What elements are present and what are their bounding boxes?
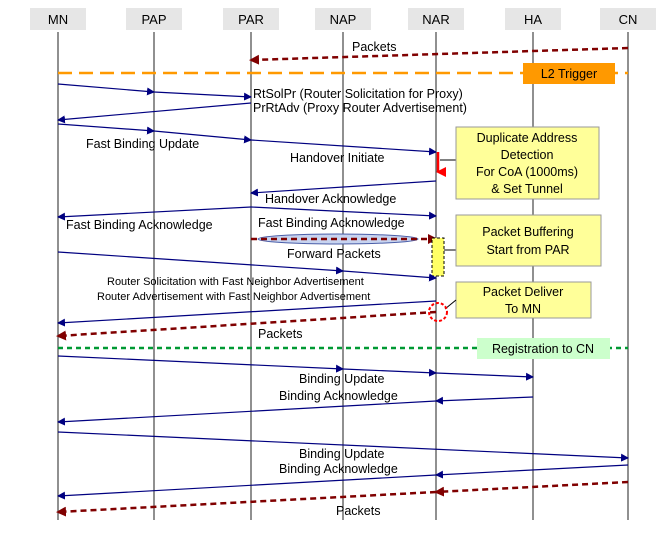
fbu-arrow-mn-pap (57, 123, 155, 135)
back-ha-arrow-nar-mn (57, 400, 437, 426)
buffer-note (455, 214, 602, 267)
fbu-arrow-pap-par (153, 130, 252, 144)
entity-header-pap-box (126, 8, 182, 30)
bu-ha-arrow-mn-nap (57, 355, 344, 373)
ra-fna-arrow (57, 300, 437, 327)
registration-label: Registration to CN (492, 342, 594, 356)
packets-label-3: Packets (336, 504, 380, 518)
entity-headers: MN PAP PAR NAP NAR HA CN (30, 8, 656, 30)
dad-note-line-1: Duplicate Address (477, 131, 578, 145)
back-cn-arrow-nar-mn (57, 474, 437, 500)
bu-ha-arrow-nap-nar (342, 368, 437, 377)
buffer-note-line-1: Packet Buffering (482, 225, 574, 239)
ra-fna-label: Router Advertisement with Fast Neighbor … (97, 291, 370, 303)
lifelines (57, 32, 629, 520)
packets-nar-to-mn-final-arrow (56, 490, 437, 517)
back-ha-label: Binding Acknowledge (279, 389, 398, 403)
packets-label-2: Packets (258, 327, 302, 341)
deliver-note (455, 281, 592, 319)
packets-nar-to-mn-arrow (56, 310, 437, 341)
forward-tunnel-oval (257, 233, 419, 245)
deliver-note-line-2: To MN (505, 302, 541, 316)
dad-note (455, 126, 600, 200)
fback-nar-arrow (250, 206, 437, 220)
packets-label-1: Packets (352, 40, 396, 54)
forward-packets-label: Forward Packets (287, 247, 381, 261)
entity-header-ha-box (505, 8, 561, 30)
bu-ha-label: Binding Update (299, 372, 385, 386)
hack-arrow (250, 180, 437, 197)
entity-header-nar-box (408, 8, 464, 30)
packets-cn-to-nar-arrow (434, 480, 629, 497)
rtsolpr-label: RtSolPr (Router Solicitation for Proxy) (253, 87, 463, 101)
entity-header-mn: MN (48, 12, 68, 27)
rs-fna-arrow-nap-nar (342, 270, 437, 282)
fbu-label: Fast Binding Update (86, 137, 199, 151)
back-ha-arrow-ha-nar (435, 396, 534, 405)
hi-arrow (250, 139, 437, 156)
entity-header-nap-box (315, 8, 371, 30)
entity-header-par: PAR (238, 12, 264, 27)
rtsolpr-arrow-pap-par (153, 91, 252, 101)
bu-ha-arrow-nar-ha (435, 372, 534, 381)
dad-note-line-4: & Set Tunnel (491, 182, 563, 196)
prrtadv-label: PrRtAdv (Proxy Router Advertisement) (253, 101, 467, 115)
hi-label: Handover Initiate (290, 151, 385, 165)
entity-header-cn: CN (619, 12, 638, 27)
l2-trigger-label: L2 Trigger (541, 67, 597, 81)
rs-fna-arrow-mn-nap (57, 251, 344, 275)
fback-nar-label: Fast Binding Acknowledge (258, 216, 405, 230)
hack-label: Handover Acknowledge (265, 192, 396, 206)
buffer-note-line-2: Start from PAR (486, 243, 569, 257)
back-cn-arrow-cn-nar (435, 464, 629, 479)
bu-cn-label: Binding Update (299, 447, 385, 461)
entity-header-ha: HA (524, 12, 542, 27)
entity-header-nap: NAP (330, 12, 357, 27)
entity-header-nar: NAR (422, 12, 449, 27)
rs-fna-label: Router Solicitation with Fast Neighbor A… (107, 276, 364, 288)
deliver-note-line-1: Packet Deliver (483, 285, 564, 299)
entity-header-par-box (223, 8, 279, 30)
dad-note-line-2: Detection (501, 148, 554, 162)
entity-header-cn-box (600, 8, 656, 30)
back-cn-label: Binding Acknowledge (279, 462, 398, 476)
prrtadv-arrow (57, 102, 252, 124)
rtsolpr-arrow-mn-pap (57, 83, 155, 96)
bu-cn-arrow (57, 431, 629, 462)
packets-cn-to-par-arrow (249, 46, 629, 65)
l2-trigger-box (523, 63, 615, 84)
fback-mn-label: Fast Binding Acknowledge (66, 218, 213, 232)
fback-mn-arrow (57, 206, 252, 221)
dad-note-line-3: For CoA (1000ms) (476, 165, 578, 179)
entity-header-pap: PAP (141, 12, 166, 27)
entity-header-mn-box (30, 8, 86, 30)
deliver-circle (428, 302, 448, 322)
buffer-indicator (431, 237, 445, 277)
registration-box (477, 338, 610, 359)
